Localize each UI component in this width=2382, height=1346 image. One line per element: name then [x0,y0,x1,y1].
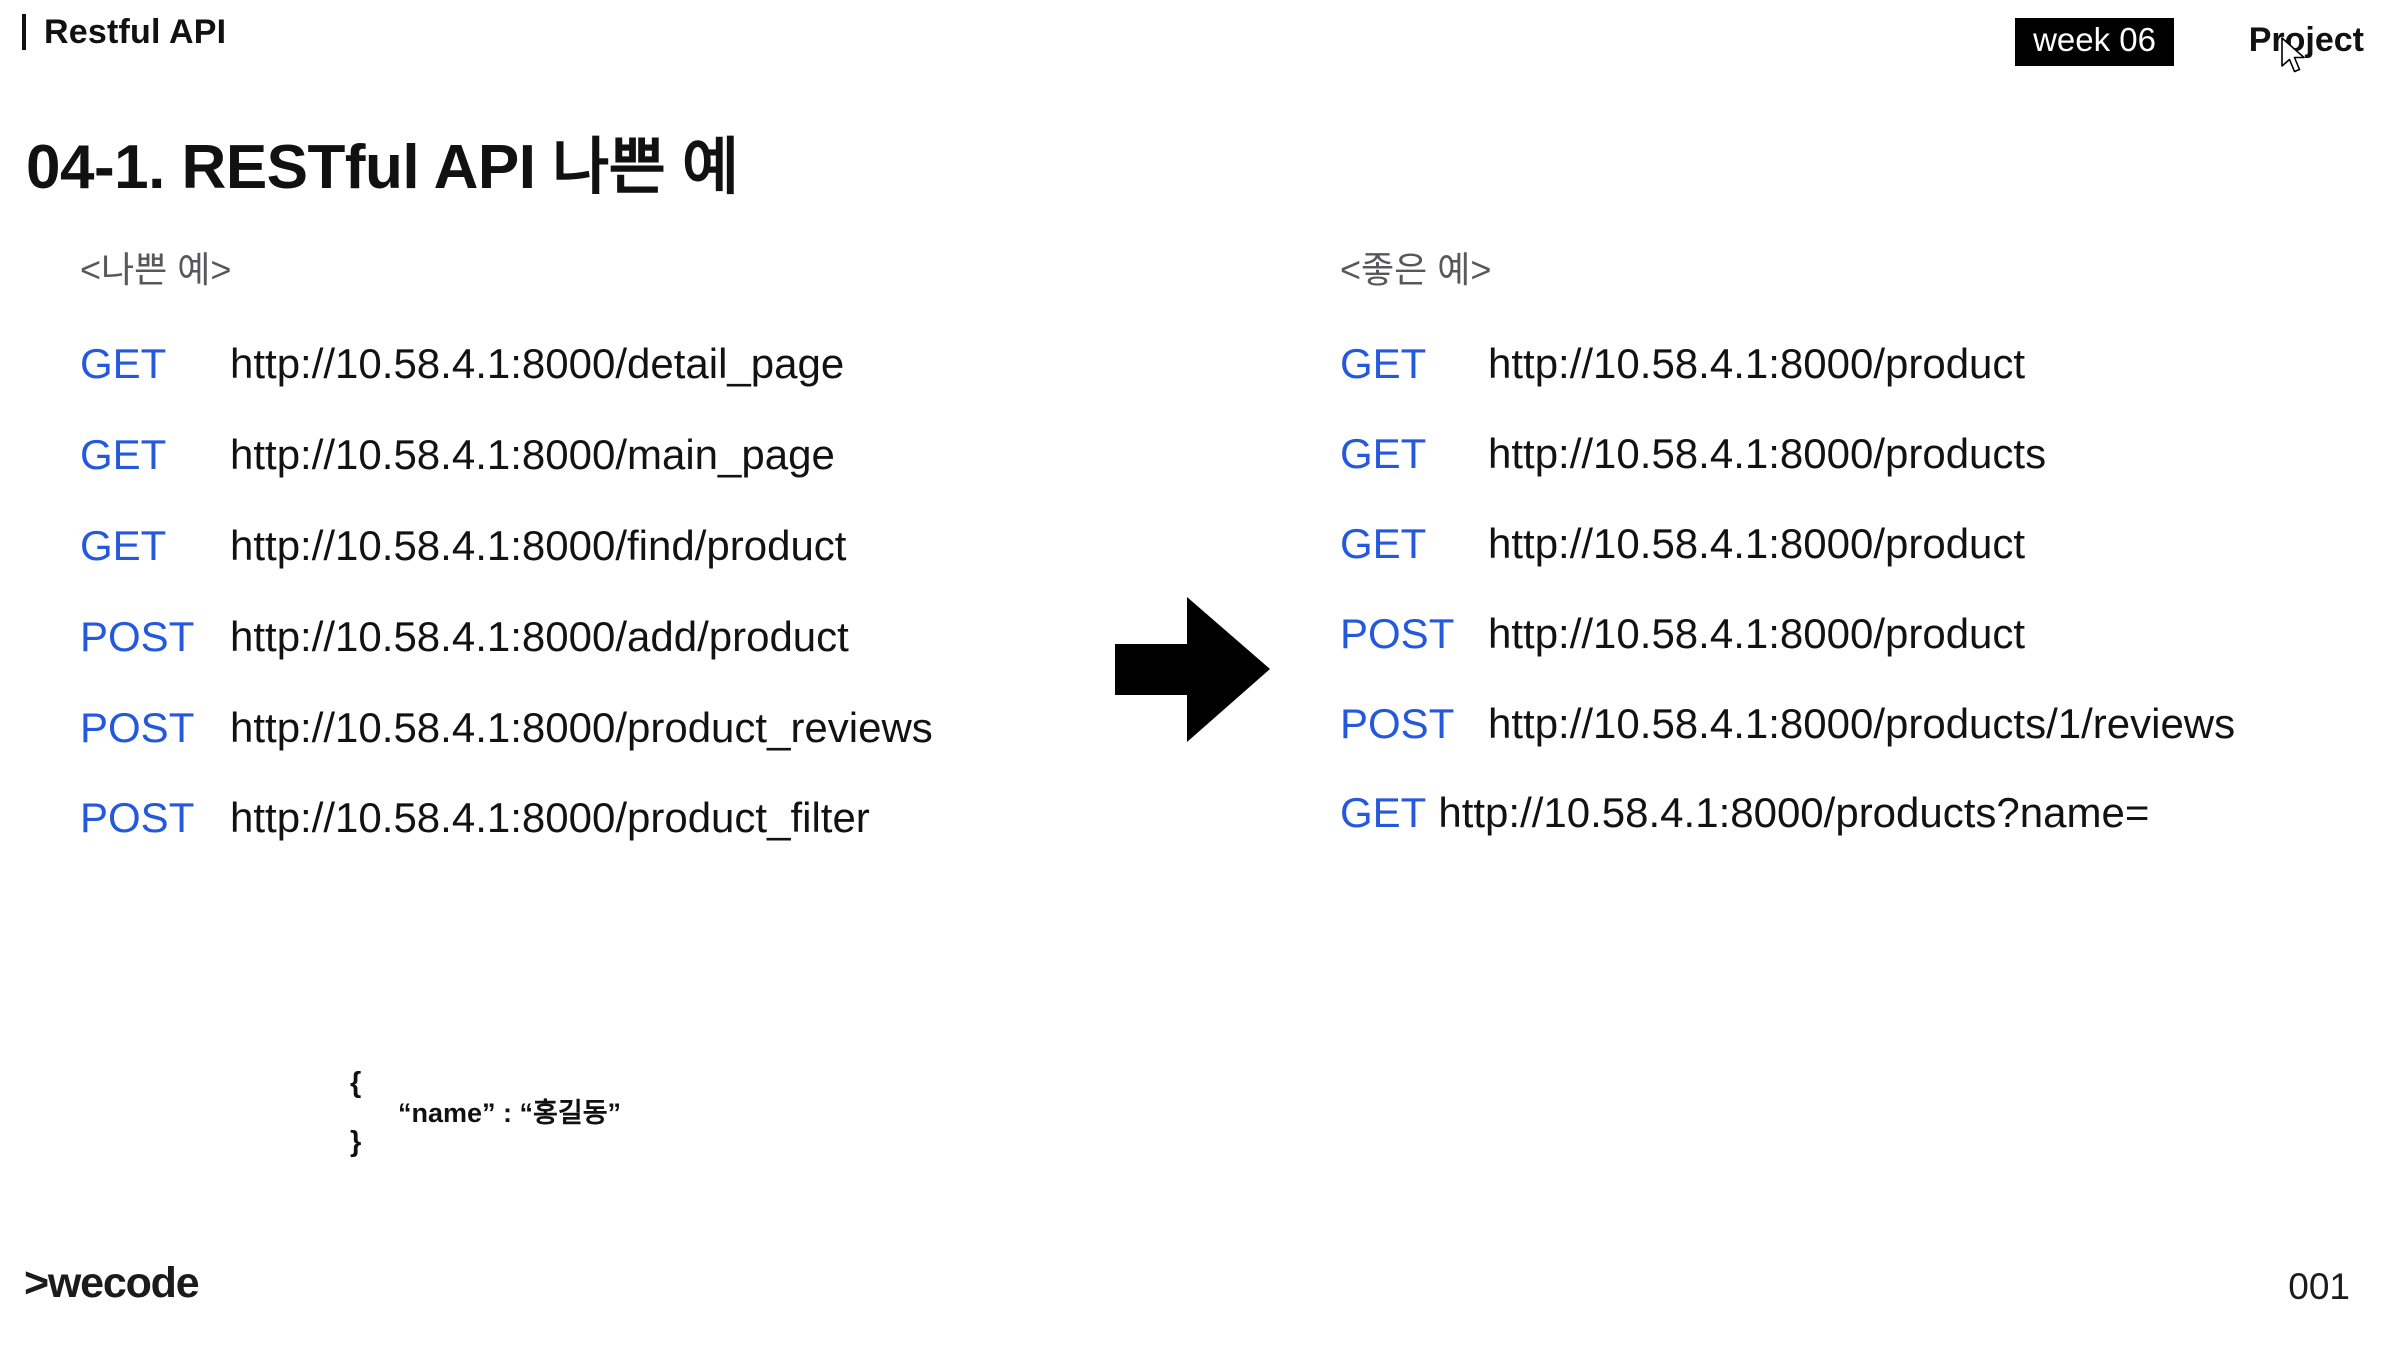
endpoint-row: POST http://10.58.4.1:8000/products/1/re… [1340,694,2370,755]
endpoint-row: POST http://10.58.4.1:8000/product_revie… [80,698,1130,759]
endpoint-url: http://10.58.4.1:8000/detail_page [230,340,845,387]
endpoint-url: http://10.58.4.1:8000/product [1488,609,2026,657]
http-verb: GET [1340,789,1427,837]
http-verb: POST [80,703,195,751]
endpoint-row: POST http://10.58.4.1:8000/add/product [80,607,1130,668]
json-open-brace: { [350,1067,362,1099]
endpoint-row: GET http://10.58.4.1:8000/products [1340,424,2370,485]
endpoint-url: http://10.58.4.1:8000/products [1488,429,2047,477]
endpoint-url: http://10.58.4.1:8000/product [1488,340,2026,387]
endpoint-url: http://10.58.4.1:8000/product [1488,519,2026,567]
project-label: Project [2248,21,2364,59]
breadcrumb-label: Restful API [44,13,227,51]
json-close-brace: } [350,1126,362,1159]
http-verb: GET [1340,340,1427,387]
http-verb: GET [1340,429,1427,477]
bad-examples-heading: <나쁜 예> [80,249,232,290]
endpoint-url: http://10.58.4.1:8000/products/1/reviews [1488,699,2236,747]
endpoint-url: http://10.58.4.1:8000/product_filter [230,794,870,842]
good-examples-heading: <좋은 예> [1340,249,1492,290]
endpoint-url: http://10.58.4.1:8000/products?name= [1438,789,2150,837]
breadcrumb: Restful API [22,14,226,50]
endpoint-url: http://10.58.4.1:8000/main_page [230,430,835,478]
endpoint-url: http://10.58.4.1:8000/product_reviews [230,703,933,751]
endpoint-row: GET http://10.58.4.1:8000/product [1340,514,2370,575]
breadcrumb-rule [22,14,26,50]
http-verb: GET [80,521,167,569]
slide-header: Restful API week 06 Project [0,0,2382,80]
http-verb: POST [80,794,195,842]
json-name-field: “name” : “홍길동” [398,1097,622,1128]
page-number: 001 [2288,1266,2350,1307]
endpoint-row: GET http://10.58.4.1:8000/product [1340,334,2370,395]
http-verb: POST [1340,699,1455,747]
http-verb: GET [80,430,167,478]
endpoint-url: http://10.58.4.1:8000/find/product [230,521,847,569]
good-examples-column: <좋은 예> GET http://10.58.4.1:8000/product… [1340,252,2370,873]
endpoint-row: GET http://10.58.4.1:8000/detail_page [80,334,1130,395]
right-arrow-icon [1115,597,1270,742]
week-badge: week 06 [2015,18,2174,66]
endpoint-row: GET http://10.58.4.1:8000/main_page [80,425,1130,486]
json-body-sample: { “name” : “홍길동” } [350,1068,621,1158]
bad-examples-column: <나쁜 예> GET http://10.58.4.1:8000/detail_… [80,252,1130,879]
http-verb: POST [1340,609,1455,657]
page-title: 04-1. RESTful API 나쁜 예 [26,132,739,202]
endpoint-row: GET http://10.58.4.1:8000/find/product [80,516,1130,577]
endpoint-row: GET http://10.58.4.1:8000/products?name= [1340,783,2370,844]
http-verb: GET [80,340,167,387]
http-verb: GET [1340,519,1427,567]
endpoint-row: POST http://10.58.4.1:8000/product [1340,604,2370,665]
endpoint-row: POST http://10.58.4.1:8000/product_filte… [80,788,1130,849]
wecode-logo: >wecode [24,1259,200,1307]
endpoint-url: http://10.58.4.1:8000/add/product [230,612,849,660]
http-verb: POST [80,612,195,660]
